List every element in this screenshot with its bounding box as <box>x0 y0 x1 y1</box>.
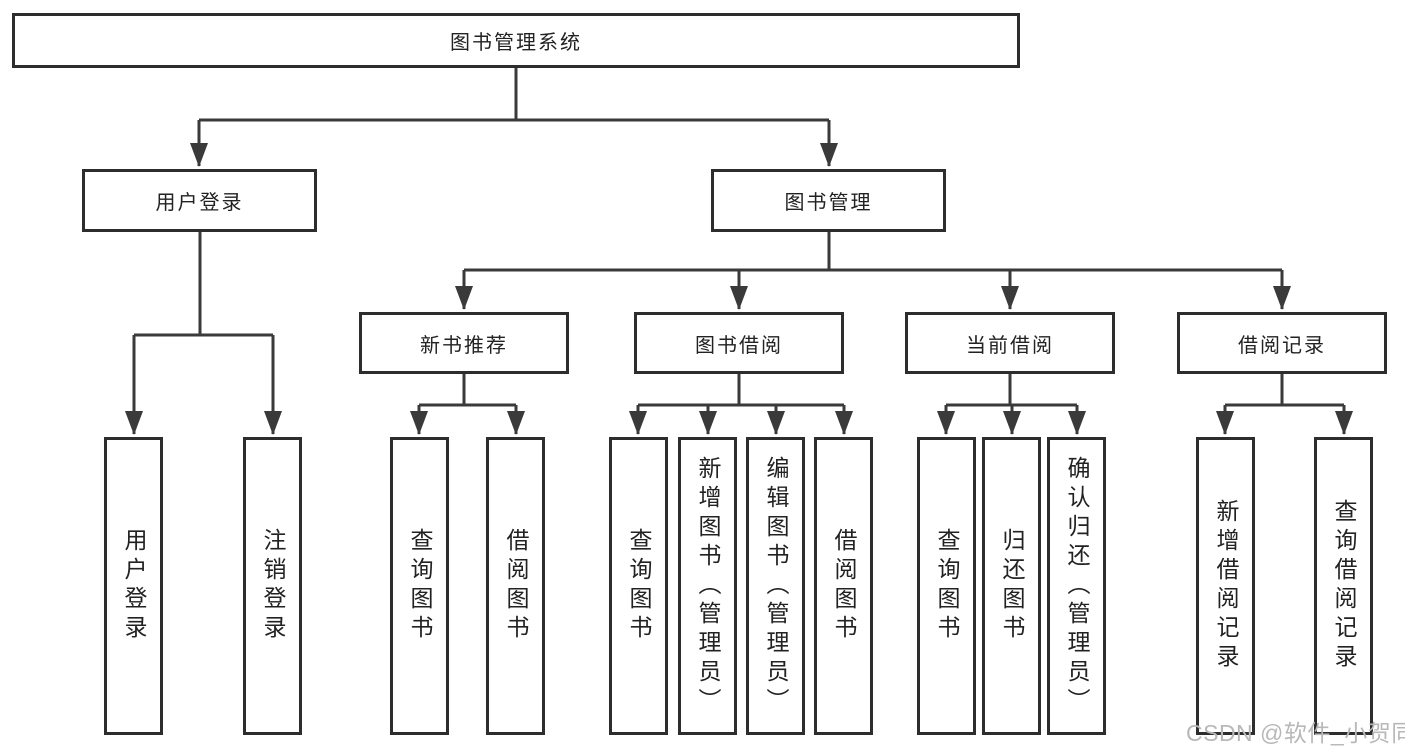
leaf-borrow-book-recommend-label: 借阅图书 <box>503 528 529 644</box>
node-new-book-recommend: 新书推荐 <box>359 312 569 374</box>
node-current-borrowing-label: 当前借阅 <box>966 334 1054 357</box>
leaf-user-login: 用户登录 <box>104 437 163 735</box>
leaf-query-book-recommend-label: 查询图书 <box>407 528 433 644</box>
leaf-return-book: 归还图书 <box>982 437 1041 735</box>
leaf-query-book-current-label: 查询图书 <box>934 528 960 644</box>
leaf-query-borrow-record: 查询借阅记录 <box>1314 437 1373 735</box>
leaf-add-borrow-record-label: 新增借阅记录 <box>1213 499 1239 673</box>
node-book-borrowing: 图书借阅 <box>634 312 844 374</box>
node-borrowing-records: 借阅记录 <box>1177 312 1387 374</box>
leaf-confirm-return-admin-label: 确认归还（管理员） <box>1064 455 1090 717</box>
leaf-query-book-recommend: 查询图书 <box>390 437 449 735</box>
leaf-borrow-book-recommend: 借阅图书 <box>486 437 545 735</box>
node-book-management-label: 图书管理 <box>784 192 873 214</box>
leaf-add-book-admin-label: 新增图书（管理员） <box>695 455 721 717</box>
node-book-management: 图书管理 <box>711 169 946 232</box>
leaf-user-login-label: 用户登录 <box>121 528 147 644</box>
leaf-edit-book-admin: 编辑图书（管理员） <box>746 437 805 735</box>
node-book-borrowing-label: 图书借阅 <box>695 334 783 357</box>
node-user-login: 用户登录 <box>82 169 317 232</box>
leaf-query-book-borrowing: 查询图书 <box>609 437 668 735</box>
node-current-borrowing: 当前借阅 <box>905 312 1115 374</box>
node-root: 图书管理系统 <box>12 13 1020 68</box>
leaf-return-book-label: 归还图书 <box>999 528 1025 644</box>
node-root-label: 图书管理系统 <box>450 32 582 54</box>
csdn-watermark: CSDN @软件_小贺同学 <box>1186 720 1405 746</box>
node-borrowing-records-label: 借阅记录 <box>1238 334 1326 357</box>
leaf-logout: 注销登录 <box>243 437 302 735</box>
node-new-book-recommend-label: 新书推荐 <box>420 334 508 357</box>
leaf-borrow-book-label: 借阅图书 <box>831 528 857 644</box>
leaf-edit-book-admin-label: 编辑图书（管理员） <box>763 455 789 717</box>
leaf-borrow-book: 借阅图书 <box>814 437 873 735</box>
leaf-confirm-return-admin: 确认归还（管理员） <box>1047 437 1106 735</box>
leaf-add-book-admin: 新增图书（管理员） <box>678 437 737 735</box>
leaf-query-borrow-record-label: 查询借阅记录 <box>1331 499 1357 673</box>
leaf-query-book-borrowing-label: 查询图书 <box>626 528 652 644</box>
node-user-login-label: 用户登录 <box>155 192 244 214</box>
leaf-logout-label: 注销登录 <box>260 528 286 644</box>
leaf-add-borrow-record: 新增借阅记录 <box>1196 437 1255 735</box>
leaf-query-book-current: 查询图书 <box>917 437 976 735</box>
